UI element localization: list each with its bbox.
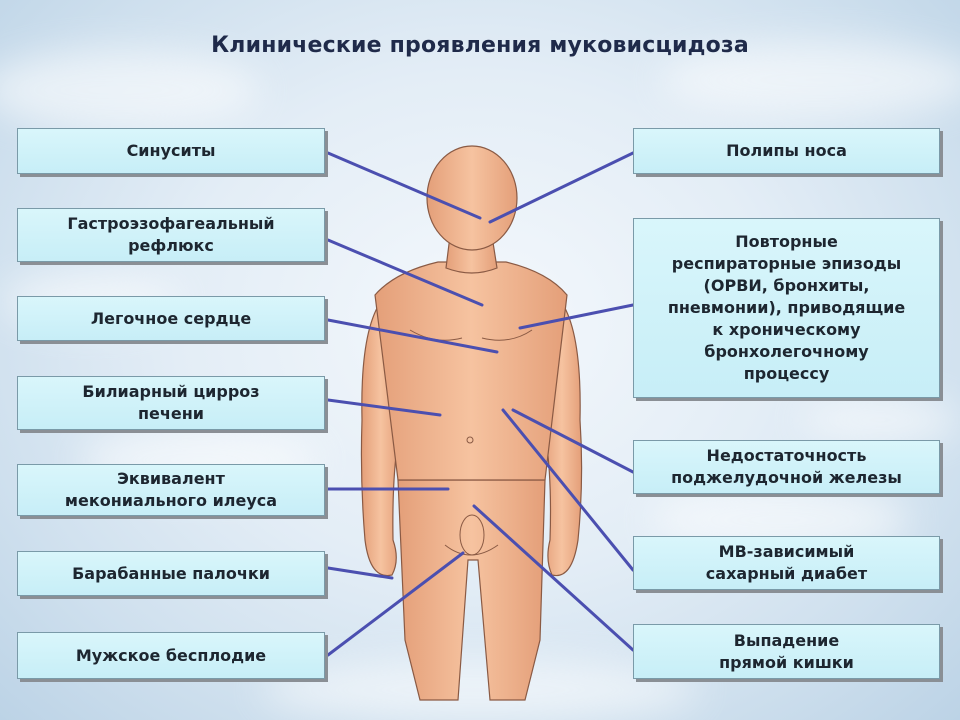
label-cor-pulmonale: Легочное сердце: [17, 296, 325, 341]
label-pancreatic-insufficiency: Недостаточность поджелудочной железы: [633, 440, 940, 494]
label-meconium-ileus: Эквивалент мекониального илеуса: [17, 464, 325, 516]
connector-cor-pulmonale: [326, 318, 499, 354]
connector-diabetes: [501, 408, 635, 572]
connector-male-infertility: [326, 551, 465, 657]
connector-rectal-prolapse: [472, 504, 635, 652]
connector-clubbing: [326, 566, 394, 580]
label-respiratory-episodes: Повторные респираторные эпизоды (ОРВИ, б…: [633, 218, 940, 398]
page-title: Клинические проявления муковисцидоза: [211, 33, 749, 58]
label-nasal-polyps: Полипы носа: [633, 128, 940, 174]
connector-nasal-polyps: [488, 151, 635, 224]
label-sinusitis: Синуситы: [17, 128, 325, 174]
label-clubbing: Барабанные палочки: [17, 551, 325, 596]
connector-biliary-cirrhosis: [326, 398, 442, 417]
label-biliary-cirrhosis: Билиарный цирроз печени: [17, 376, 325, 430]
label-gerd: Гастроэзофагеальный рефлюкс: [17, 208, 325, 262]
connector-gerd: [326, 238, 484, 307]
label-cf-diabetes: МВ-зависимый сахарный диабет: [633, 536, 940, 590]
label-male-infertility: Мужское бесплодие: [17, 632, 325, 679]
connector-pancreatic: [511, 408, 635, 474]
connector-respiratory: [518, 303, 635, 330]
label-rectal-prolapse: Выпадение прямой кишки: [633, 624, 940, 679]
connector-sinusitis: [326, 151, 482, 220]
